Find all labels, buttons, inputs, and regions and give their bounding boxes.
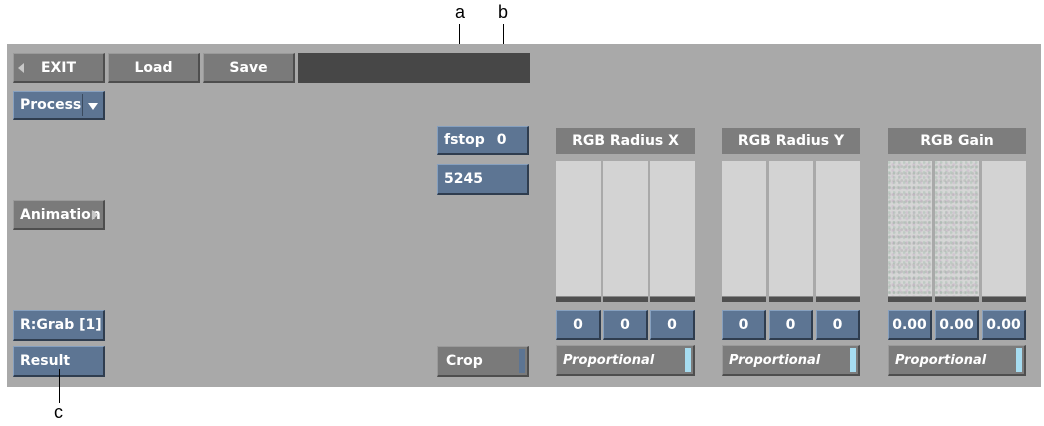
exit-label: EXIT xyxy=(40,59,77,76)
fstop-label: fstop xyxy=(444,132,485,148)
frame-field[interactable]: 5245 xyxy=(437,164,529,195)
process-label: Process xyxy=(20,97,82,113)
gain-proportional-label: Proportional xyxy=(895,352,987,368)
gain-r-handle[interactable] xyxy=(888,296,932,302)
chevron-right-icon xyxy=(92,210,98,220)
radius-y-proportional-label: Proportional xyxy=(729,352,821,368)
radius-x-proportional-indicator xyxy=(685,348,691,372)
exit-button[interactable]: EXIT xyxy=(13,53,105,83)
process-dropdown[interactable]: Process xyxy=(13,91,105,120)
fstop-field[interactable]: fstop 0 xyxy=(437,126,529,155)
radius-x-proportional-toggle[interactable]: Proportional xyxy=(556,345,695,376)
crop-button[interactable]: Crop xyxy=(437,346,529,377)
callout-b: b xyxy=(498,2,509,22)
radius-y-r-handle[interactable] xyxy=(722,296,766,302)
fstop-value: 0 xyxy=(496,132,507,148)
chevron-down-icon xyxy=(88,103,98,110)
radius-y-g-value[interactable]: 0 xyxy=(769,310,813,340)
radius-y-b-slider[interactable] xyxy=(816,161,860,296)
dropdown-divider xyxy=(82,94,83,116)
exit-arrow-icon xyxy=(18,63,24,73)
radius-y-proportional-toggle[interactable]: Proportional xyxy=(722,345,860,376)
radius-x-r-slider[interactable] xyxy=(556,161,601,296)
radius-x-g-slider[interactable] xyxy=(603,161,648,296)
rgb-gain-title: RGB Gain xyxy=(888,128,1026,154)
rgb-radius-x-title: RGB Radius X xyxy=(556,128,695,154)
setup-name-field[interactable] xyxy=(298,53,530,83)
animation-button[interactable]: Animation xyxy=(13,200,105,230)
gain-r-slider[interactable] xyxy=(888,161,932,296)
gain-r-value[interactable]: 0.00 xyxy=(888,310,932,340)
radius-y-b-handle[interactable] xyxy=(816,296,860,302)
radius-x-b-handle[interactable] xyxy=(650,296,695,302)
radius-y-g-handle[interactable] xyxy=(769,296,813,302)
radius-x-g-handle[interactable] xyxy=(603,296,648,302)
crop-label: Crop xyxy=(446,353,483,369)
gain-b-value[interactable]: 0.00 xyxy=(982,310,1026,340)
radius-x-r-handle[interactable] xyxy=(556,296,601,302)
effect-panel: EXIT Load Save Process Animation R:Grab … xyxy=(7,44,1041,387)
gain-g-handle[interactable] xyxy=(935,296,979,302)
grab-button[interactable]: R:Grab [1] xyxy=(13,310,105,341)
crop-indicator xyxy=(519,349,525,373)
radius-x-b-slider[interactable] xyxy=(650,161,695,296)
gain-proportional-toggle[interactable]: Proportional xyxy=(888,345,1026,376)
radius-y-b-value[interactable]: 0 xyxy=(816,310,860,340)
animation-label: Animation xyxy=(20,206,101,223)
load-button[interactable]: Load xyxy=(108,53,200,83)
callout-c: c xyxy=(54,402,63,422)
callout-c-line xyxy=(59,369,60,403)
rgb-radius-y-title: RGB Radius Y xyxy=(722,128,860,154)
radius-y-r-value[interactable]: 0 xyxy=(722,310,766,340)
radius-y-r-slider[interactable] xyxy=(722,161,766,296)
radius-x-g-value[interactable]: 0 xyxy=(603,310,648,340)
gain-b-handle[interactable] xyxy=(982,296,1026,302)
save-button[interactable]: Save xyxy=(203,53,295,83)
callout-a: a xyxy=(455,2,466,22)
radius-x-r-value[interactable]: 0 xyxy=(556,310,601,340)
radius-y-g-slider[interactable] xyxy=(769,161,813,296)
gain-g-slider[interactable] xyxy=(935,161,979,296)
radius-x-b-value[interactable]: 0 xyxy=(650,310,695,340)
radius-x-proportional-label: Proportional xyxy=(563,352,655,368)
gain-g-value[interactable]: 0.00 xyxy=(935,310,979,340)
radius-y-proportional-indicator xyxy=(850,348,856,372)
gain-proportional-indicator xyxy=(1016,348,1022,372)
gain-b-slider[interactable] xyxy=(982,161,1026,296)
